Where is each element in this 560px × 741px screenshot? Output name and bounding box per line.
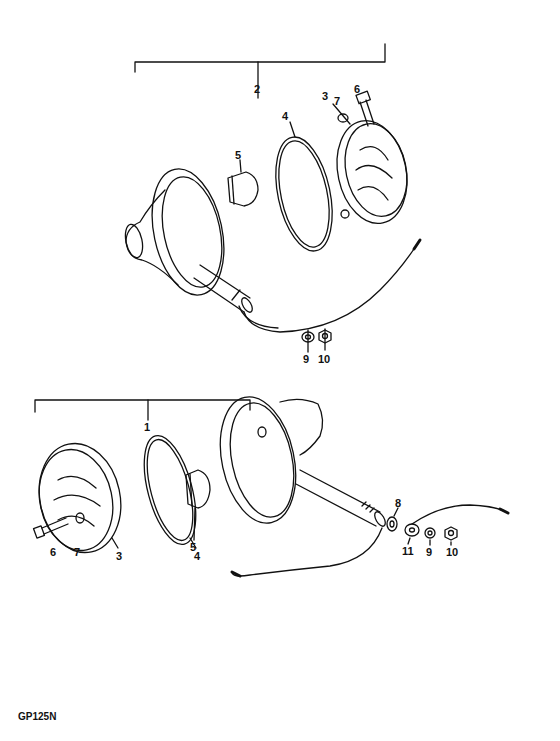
callout-number: 6 — [50, 547, 56, 558]
callout-number: 2 — [254, 84, 260, 95]
callout-number: 3 — [322, 91, 328, 102]
callout-number: 11 — [402, 546, 414, 557]
callout-number: 9 — [426, 547, 432, 558]
callout-number: 10 — [318, 354, 330, 365]
callout-number: 3 — [116, 551, 122, 562]
callout-number: 7 — [334, 96, 340, 107]
callout-number: 5 — [235, 150, 241, 161]
callout-number: 1 — [144, 422, 150, 433]
callout-number: 4 — [282, 111, 288, 122]
callout-number: 8 — [395, 498, 401, 509]
callout-number: 6 — [354, 84, 360, 95]
upper-assembly — [123, 44, 420, 352]
callout-number: 5 — [190, 542, 196, 553]
lower-assembly — [29, 390, 508, 576]
callout-number: 10 — [446, 547, 458, 558]
callout-number: 7 — [74, 547, 80, 558]
callout-number: 9 — [303, 354, 309, 365]
model-code: GP125N — [18, 712, 56, 722]
